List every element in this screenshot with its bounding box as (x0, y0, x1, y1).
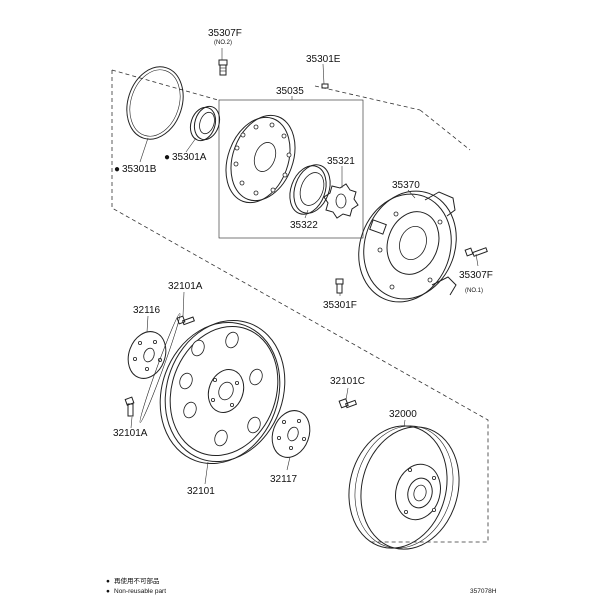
pin-35301e (321, 83, 329, 89)
label-32000: 32000 (389, 409, 417, 420)
label-35307f-top: 35307F (208, 28, 242, 39)
pump-inner-gear-35321 (323, 183, 359, 219)
o-ring-35301b (126, 66, 184, 140)
label-35301b: 35301B (122, 164, 157, 175)
pump-outer-gear-35322 (289, 164, 331, 215)
legend-bullet-1: ● (106, 578, 110, 585)
drawing-number: 357078H (470, 588, 497, 595)
label-32101c: 32101C (330, 376, 365, 387)
label-35370: 35370 (392, 180, 420, 191)
oil-seal-35301a (189, 105, 221, 142)
assembly-dashed-outline (111, 69, 489, 543)
label-35307f-top-sub: (NO.2) (214, 40, 232, 46)
drive-plate-32101 (139, 313, 286, 465)
label-32101a-top: 32101A (168, 281, 203, 292)
non-reusable-bullet-35301a: ● (164, 152, 170, 163)
bolt-32101c (338, 398, 358, 409)
label-32101: 32101 (187, 486, 215, 497)
legend-bullet-2: ● (106, 588, 110, 595)
legend: ● 再使用不可部品 ● Non-reusable part (106, 576, 166, 595)
label-35301a: 35301A (172, 152, 207, 163)
legend-text-japanese: 再使用不可部品 (114, 576, 160, 585)
label-35307f-right-sub: (NO.1) (465, 288, 483, 294)
bolt-35307f-no2 (218, 59, 228, 76)
legend-text-english: Non-reusable part (114, 588, 166, 595)
spacer-plate-32117 (271, 410, 311, 458)
leader-lines (130, 48, 479, 485)
pump-subassembly-box (218, 99, 364, 239)
spacer-plate-32116 (127, 331, 167, 379)
label-32116: 32116 (133, 305, 161, 316)
label-35035: 35035 (276, 86, 304, 97)
label-32117: 32117 (270, 474, 298, 485)
label-35307f-right: 35307F (459, 270, 493, 281)
label-35321: 35321 (327, 156, 355, 167)
bolt-35301f (335, 278, 344, 294)
bolt-35307f-no1 (464, 247, 488, 257)
label-35301e: 35301E (306, 54, 341, 65)
label-32101a-left: 32101A (113, 428, 148, 439)
non-reusable-bullet-35301b: ● (114, 164, 120, 175)
torque-converter-32000 (348, 425, 460, 550)
label-35301f: 35301F (323, 300, 357, 311)
pump-plate (225, 114, 296, 204)
label-35322: 35322 (290, 220, 318, 231)
stator-assembly-35370 (358, 190, 457, 303)
bolt-32101a-left (124, 396, 135, 417)
